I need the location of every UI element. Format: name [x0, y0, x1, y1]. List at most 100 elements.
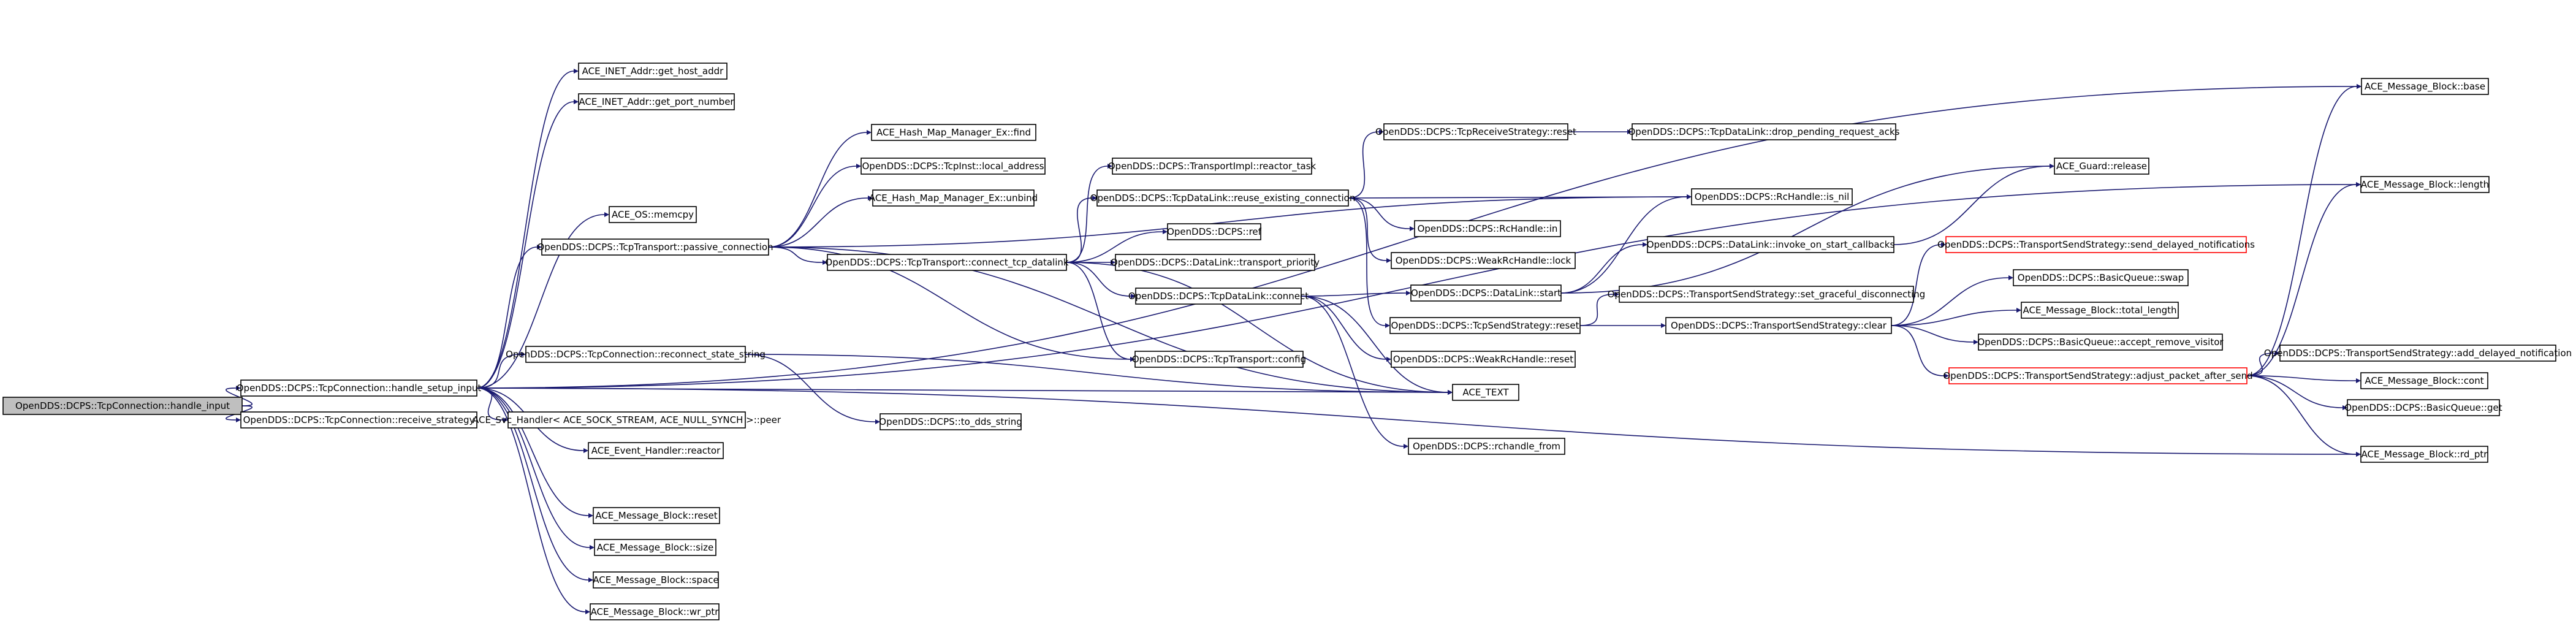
node-opendds-dcps-datalink-invoke-on-start-callbacks[interactable]: OpenDDS::DCPS::DataLink::invoke_on_start… — [1647, 236, 1895, 253]
edge-line — [476, 387, 589, 516]
edge-line — [1066, 166, 1108, 263]
edge-arrowhead — [503, 417, 508, 422]
node-ace-os-memcpy[interactable]: ACE_OS::memcpy — [609, 206, 697, 223]
edge-line — [476, 387, 590, 548]
edge-n1-n7 — [476, 352, 526, 389]
call-graph-nodes: OpenDDS::DCPS::TcpConnection::handle_inp… — [2, 63, 2572, 620]
node-opendds-dcps-datalink-transport-priority[interactable]: OpenDDS::DCPS::DataLink::transport_prior… — [1111, 254, 1320, 271]
node-opendds-dcps-rchandle-in[interactable]: OpenDDS::DCPS::RcHandle::in — [1414, 220, 1561, 237]
node-opendds-dcps-transportsendstrategy-send-delayed-notifications[interactable]: OpenDDS::DCPS::TransportSendStrategy::se… — [1937, 236, 2255, 253]
edge-n38-n39 — [1891, 242, 1946, 326]
node-opendds-dcps-tcpdatalink-reuse-existing-connection[interactable]: OpenDDS::DCPS::TcpDataLink::reuse_existi… — [1090, 189, 1356, 207]
edge-line — [1348, 197, 1410, 229]
edge-line — [2246, 184, 2357, 376]
node-opendds-dcps-tcpdatalink-connect[interactable]: OpenDDS::DCPS::TcpDataLink::connect — [1128, 288, 1309, 305]
node-opendds-dcps-datalink-start[interactable]: OpenDDS::DCPS::DataLink::start — [1410, 284, 1562, 302]
node-box — [1691, 188, 1853, 205]
node-opendds-dcps-rchandle-is-nil[interactable]: OpenDDS::DCPS::RcHandle::is_nil — [1691, 188, 1853, 205]
node-ace-message-block-size[interactable]: ACE_Message_Block::size — [594, 539, 716, 556]
edge-arrowhead — [1385, 323, 1390, 328]
edge-line — [476, 387, 2357, 455]
node-opendds-dcps-tcptransport-config[interactable]: OpenDDS::DCPS::TcpTransport::config — [1132, 351, 1306, 368]
edge-line — [1891, 244, 1942, 326]
edge-arrowhead — [1661, 323, 1666, 328]
edge-n17-n18 — [1066, 164, 1112, 263]
edge-n43-n47 — [2246, 375, 2361, 383]
node-ace-guard-release[interactable]: ACE_Guard::release — [2054, 158, 2149, 175]
node-opendds-dcps-basicqueue-accept-remove-visitor[interactable]: OpenDDS::DCPS::BasicQueue::accept_remove… — [1977, 334, 2224, 351]
node-ace-message-block-cont[interactable]: ACE_Message_Block::cont — [2360, 372, 2488, 389]
edge-arrowhead — [2357, 84, 2361, 89]
edge-n19-n35 — [1348, 194, 1692, 199]
node-label: ACE_OS::memcpy — [612, 209, 694, 221]
edge-line — [1066, 262, 1131, 360]
edge-n19-n30 — [1348, 197, 1390, 328]
node-box — [871, 124, 1036, 141]
node-opendds-dcps-transportsendstrategy-clear[interactable]: OpenDDS::DCPS::TransportSendStrategy::cl… — [1665, 317, 1892, 334]
node-opendds-dcps-transportsendstrategy-add-delayed-notification[interactable]: OpenDDS::DCPS::TransportSendStrategy::ad… — [2264, 345, 2572, 362]
node-ace-event-handler-reactor[interactable]: ACE_Event_Handler::reactor — [588, 442, 724, 459]
node-box — [593, 507, 720, 524]
node-opendds-dcps-rchandle-from[interactable]: OpenDDS::DCPS::rchandle_from — [1408, 438, 1565, 455]
node-opendds-dcps-tcpconnection-handle-input[interactable]: OpenDDS::DCPS::TcpConnection::handle_inp… — [2, 397, 243, 415]
edge-arrowhead — [1406, 291, 1411, 295]
edge-n43-n45 — [2246, 182, 2361, 376]
node-opendds-dcps-tcpsendstrategy-reset[interactable]: OpenDDS::DCPS::TcpSendStrategy::reset — [1389, 317, 1581, 334]
node-ace-inet-addr-get-port-number[interactable]: ACE_INET_Addr::get_port_number — [578, 93, 735, 110]
node-ace-message-block-base[interactable]: ACE_Message_Block::base — [2361, 78, 2489, 95]
edge-arrowhead — [236, 417, 241, 422]
node-ace-hash-map-manager-ex-find[interactable]: ACE_Hash_Map_Manager_Ex::find — [871, 124, 1036, 141]
node-opendds-dcps-ref[interactable]: OpenDDS::DCPS::ref — [1167, 223, 1262, 240]
node-box — [872, 189, 1035, 207]
node-opendds-dcps-tcptransport-connect-tcp-datalink[interactable]: OpenDDS::DCPS::TcpTransport::connect_tcp… — [825, 254, 1069, 271]
node-box — [880, 413, 1022, 430]
edge-n19-n25 — [1348, 129, 1384, 199]
node-opendds-dcps-transportsendstrategy-set-graceful-disconnecting[interactable]: OpenDDS::DCPS::TransportSendStrategy::se… — [1608, 286, 1926, 303]
edge-n36-n34 — [1893, 164, 2054, 245]
node-opendds-dcps-tcpdatalink-drop-pending-request-acks[interactable]: OpenDDS::DCPS::TcpDataLink::drop_pending… — [1628, 123, 1900, 140]
node-ace-message-block-reset[interactable]: ACE_Message_Block::reset — [593, 507, 720, 524]
edge-arrowhead — [590, 545, 595, 550]
node-opendds-dcps-to-dds-string[interactable]: OpenDDS::DCPS::to_dds_string — [879, 413, 1022, 430]
node-ace-hash-map-manager-ex-unbind[interactable]: ACE_Hash_Map_Manager_Ex::unbind — [869, 189, 1038, 207]
node-opendds-dcps-tcpconnection-receive-strategy[interactable]: OpenDDS::DCPS::TcpConnection::receive_st… — [240, 411, 477, 429]
node-label: OpenDDS::DCPS::RcHandle::in — [1418, 223, 1558, 234]
node-label: OpenDDS::DCPS::TcpTransport::config — [1132, 354, 1306, 365]
edge-line — [1560, 244, 1643, 294]
edge-arrowhead — [588, 513, 593, 518]
node-opendds-dcps-tcpinst-local-address[interactable]: OpenDDS::DCPS::TcpInst::local_address — [861, 158, 1046, 175]
node-ace-inet-addr-get-host-addr[interactable]: ACE_INET_Addr::get_host_addr — [578, 63, 728, 80]
node-opendds-dcps-basicqueue-get[interactable]: OpenDDS::DCPS::BasicQueue::get — [2344, 399, 2502, 416]
node-label: OpenDDS::DCPS::TransportSendStrategy::cl… — [1671, 320, 1887, 331]
node-opendds-dcps-tcpreceivestrategy-reset[interactable]: OpenDDS::DCPS::TcpReceiveStrategy::reset — [1375, 123, 1576, 140]
node-opendds-dcps-basicqueue-swap[interactable]: OpenDDS::DCPS::BasicQueue::swap — [2013, 269, 2189, 286]
node-ace-message-block-rd-ptr[interactable]: ACE_Message_Block::rd_ptr — [2360, 446, 2488, 463]
node-box — [2013, 269, 2189, 286]
node-ace-message-block-total-length[interactable]: ACE_Message_Block::total_length — [2021, 302, 2179, 319]
node-opendds-dcps-tcptransport-passive-connection[interactable]: OpenDDS::DCPS::TcpTransport::passive_con… — [537, 238, 773, 256]
node-ace-message-block-wr-ptr[interactable]: ACE_Message_Block::wr_ptr — [590, 603, 720, 620]
edge-arrowhead — [2342, 405, 2347, 410]
node-opendds-dcps-transportsendstrategy-adjust-packet-after-send[interactable]: OpenDDS::DCPS::TransportSendStrategy::ad… — [1943, 367, 2253, 384]
edge-arrowhead — [856, 164, 861, 169]
edge-n1-n5 — [476, 212, 609, 389]
node-opendds-dcps-weakrchandle-reset[interactable]: OpenDDS::DCPS::WeakRcHandle::reset — [1391, 351, 1576, 368]
node-opendds-dcps-weakrchandle-lock[interactable]: OpenDDS::DCPS::WeakRcHandle::lock — [1391, 252, 1576, 269]
node-label: OpenDDS::DCPS::TcpTransport::passive_con… — [537, 242, 773, 253]
edge-arrowhead — [2016, 308, 2021, 313]
edge-n29-n36 — [1560, 242, 1647, 294]
node-ace-text[interactable]: ACE_TEXT — [1452, 384, 1519, 401]
node-opendds-dcps-transportimpl-reactor-task[interactable]: OpenDDS::DCPS::TransportImpl::reactor_ta… — [1108, 158, 1316, 175]
node-box — [594, 539, 716, 556]
edge-line — [768, 132, 867, 248]
node-ace-message-block-length[interactable]: ACE_Message_Block::length — [2360, 176, 2490, 193]
node-opendds-dcps-tcpconnection-handle-setup-input[interactable]: OpenDDS::DCPS::TcpConnection::handle_set… — [237, 379, 482, 397]
node-opendds-dcps-tcpconnection-reconnect-state-string[interactable]: OpenDDS::DCPS::TcpConnection::reconnect_… — [506, 346, 766, 363]
node-label: ACE_Message_Block::total_length — [2023, 305, 2177, 316]
edge-arrowhead — [1687, 194, 1692, 199]
node-ace-svc-handler-ace-sock-stream-ace-null-synch-peer[interactable]: ACE_Svc_Handler< ACE_SOCK_STREAM, ACE_NU… — [473, 411, 781, 429]
node-ace-message-block-space[interactable]: ACE_Message_Block::space — [593, 571, 719, 589]
edge-arrowhead — [1974, 340, 1978, 345]
node-box — [1647, 236, 1894, 253]
node-box — [588, 442, 724, 459]
